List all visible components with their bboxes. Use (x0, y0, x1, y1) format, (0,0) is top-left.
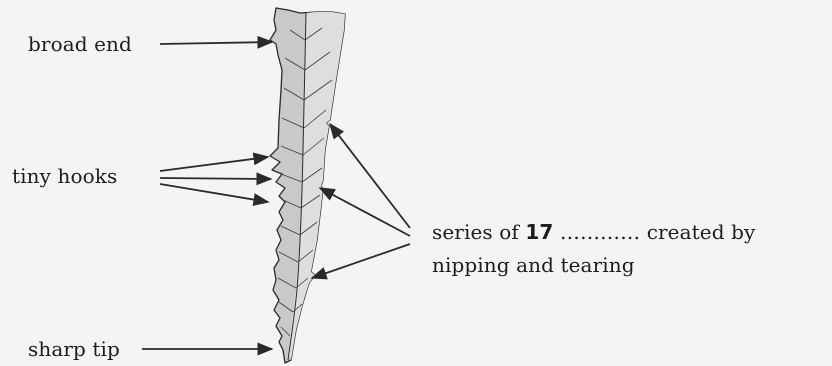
arrow-series-2 (320, 188, 410, 236)
label-series-line2: nipping and tearing (432, 249, 755, 282)
arrow-hook-1 (160, 157, 268, 171)
series-prefix: series of (432, 220, 519, 244)
arrow-hook-2 (160, 178, 271, 179)
arrow-series-1 (330, 124, 410, 228)
series-suffix: created by (647, 220, 756, 244)
leaf-tool-shape (270, 8, 345, 363)
pointer-arrows (142, 42, 410, 349)
label-broad-end: broad end (28, 31, 132, 57)
arrow-series-3 (312, 244, 410, 278)
arrow-broad-end (160, 42, 272, 44)
arrow-hook-3 (160, 184, 268, 202)
answer-blank[interactable]: ………… (560, 220, 640, 244)
label-sharp-tip: sharp tip (28, 336, 120, 362)
label-series-line1: series of 17 ………… created by (432, 216, 755, 249)
label-series: series of 17 ………… created by nipping and… (432, 216, 755, 282)
label-tiny-hooks: tiny hooks (12, 163, 117, 189)
question-number: 17 (525, 220, 553, 244)
